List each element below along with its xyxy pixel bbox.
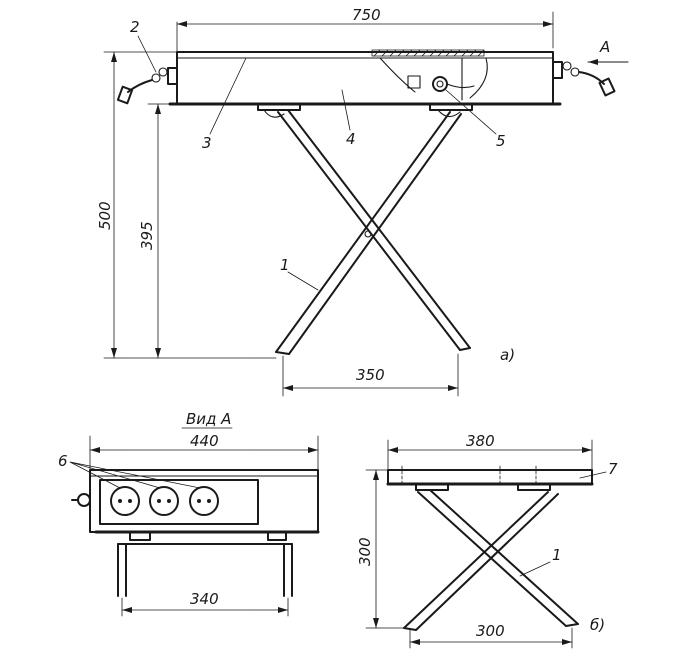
callout-6: 6 <box>58 452 68 470</box>
side-leg-feet <box>403 623 579 631</box>
dim-750-text: 750 <box>352 6 381 24</box>
view-arrow-head <box>588 59 598 65</box>
socket-1-pin-a <box>118 499 122 503</box>
left-hinge-curl <box>263 109 285 118</box>
leg-a-foot <box>459 347 471 351</box>
side-leg-b <box>403 491 559 631</box>
side-top-centerlines <box>401 465 537 487</box>
leg-a <box>277 109 471 351</box>
left-plug-link-1 <box>158 67 168 77</box>
side-leg-a <box>417 489 579 627</box>
relay-block <box>407 75 421 89</box>
leg-b-foot <box>275 351 290 355</box>
callout-1-main-leader <box>287 271 319 291</box>
leg-b <box>275 111 462 355</box>
socket-1-pin-b <box>128 499 132 503</box>
right-bracket <box>429 103 473 111</box>
thermostat-knob <box>432 76 448 92</box>
callout-7: 7 <box>608 460 618 478</box>
callout-3: 3 <box>202 134 212 152</box>
side-bracket-left <box>415 483 449 491</box>
side-view: 380 7 1 300 300 б) <box>356 432 618 649</box>
callout-1-side-leader <box>519 561 551 577</box>
callout-2-leader <box>137 35 157 73</box>
internal-wire-3 <box>469 57 488 99</box>
callout-3-leader <box>209 57 247 135</box>
panel-label-a: а) <box>500 346 515 364</box>
leg-pivot <box>364 230 372 238</box>
dim-340-text: 340 <box>190 590 219 608</box>
left-plug-body <box>167 67 178 85</box>
view-a-leg-left <box>117 543 127 597</box>
callout-6-leaders <box>69 461 201 489</box>
thermostat-center <box>436 80 444 88</box>
panel-label-b: б) <box>590 616 605 634</box>
dim-380-text: 380 <box>466 432 495 450</box>
view-a-bracket-right <box>267 531 287 541</box>
callout-1-main: 1 <box>280 256 290 274</box>
socket-1 <box>110 486 140 516</box>
right-plug-body <box>552 61 563 79</box>
view-a-bracket-left <box>129 531 151 541</box>
left-cable <box>127 79 153 93</box>
left-bracket <box>257 103 301 111</box>
right-plug-head <box>598 77 616 97</box>
dim-300h-text: 300 <box>476 622 505 640</box>
side-top <box>387 469 593 485</box>
right-plug-link-1 <box>562 61 572 71</box>
tabletop-box <box>176 51 554 105</box>
view-a-plug <box>77 493 91 507</box>
view-arrow-label: A <box>599 38 610 56</box>
callout-5-leader <box>445 89 497 135</box>
socket-2 <box>149 486 179 516</box>
view-a-title: Вид А <box>186 410 231 428</box>
dim-350-text: 350 <box>356 366 385 384</box>
socket-3-pin-b <box>207 499 211 503</box>
right-hinge-curl <box>437 109 461 118</box>
left-plug-link-2 <box>151 73 161 83</box>
dim-440-text: 440 <box>190 432 219 450</box>
callout-1-side: 1 <box>552 546 562 564</box>
side-bracket-right <box>517 483 551 491</box>
main-view: 750 2 3 4 5 A 500 395 1 <box>96 6 629 397</box>
right-plug-link-2 <box>570 67 580 77</box>
callout-4-leader <box>341 89 351 131</box>
socket-2-pin-b <box>167 499 171 503</box>
heater-hatching <box>373 49 485 57</box>
dim-395-text: 395 <box>138 221 156 250</box>
thermostat-wire <box>446 83 475 89</box>
view-a-leg-right <box>283 543 293 597</box>
left-plug-head <box>116 85 134 105</box>
callout-2: 2 <box>130 18 140 36</box>
internal-wire-1 <box>379 57 416 93</box>
dim-500-text: 500 <box>96 201 114 230</box>
socket-3 <box>189 486 219 516</box>
dim-300v-text: 300 <box>356 537 374 566</box>
socket-panel <box>99 479 259 525</box>
socket-2-pin-a <box>157 499 161 503</box>
view-a: Вид А 440 6 <box>58 410 320 617</box>
socket-3-pin-a <box>197 499 201 503</box>
callout-5: 5 <box>496 132 506 150</box>
callout-7-leader <box>579 471 607 479</box>
callout-4: 4 <box>346 130 356 148</box>
